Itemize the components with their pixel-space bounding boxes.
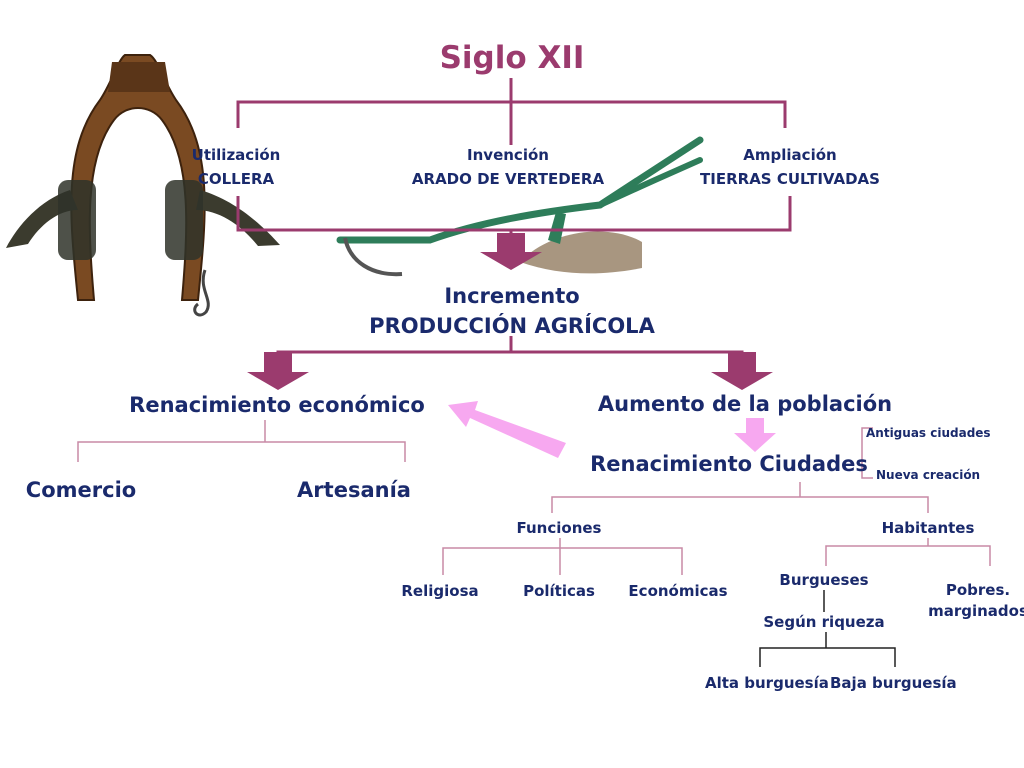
arado-line2: ARADO DE VERTEDERA xyxy=(411,170,605,188)
arrow-population-to-economic xyxy=(448,401,566,458)
lower-bourgeoisie-node: Baja burguesía xyxy=(830,674,957,692)
wealth-lines xyxy=(759,590,896,667)
craft-node: Artesanía xyxy=(297,478,411,502)
poor-line1: Pobres. xyxy=(945,581,1011,599)
poor-node: Pobres. marginados xyxy=(928,580,1024,622)
increment-line1: Incremento xyxy=(444,284,580,308)
arrow-to-increment xyxy=(480,233,542,270)
diagram-title: Siglo XII xyxy=(439,40,585,76)
increment-line2: PRODUCCIÓN AGRÍCOLA xyxy=(369,314,655,338)
population-growth-node: Aumento de la población xyxy=(597,392,893,416)
collera-line1: Utilización xyxy=(191,146,281,164)
tierras-node: Ampliación TIERRAS CULTIVADAS xyxy=(700,143,880,191)
wealth-node: Según riqueza xyxy=(763,613,885,631)
commerce-node: Comercio xyxy=(25,478,137,502)
arado-node: Invención ARADO DE VERTEDERA xyxy=(412,143,604,191)
arrow-to-economic xyxy=(247,352,309,390)
flow-arrows xyxy=(247,233,773,390)
inhabitants-node: Habitantes xyxy=(881,519,975,537)
collera-line2: COLLERA xyxy=(197,170,275,188)
economic-renaissance-node: Renacimiento económico xyxy=(129,393,425,417)
bourgeois-node: Burgueses xyxy=(779,571,869,589)
increment-node: Incremento PRODUCCIÓN AGRÍCOLA xyxy=(369,281,655,341)
political-node: Políticas xyxy=(523,582,595,600)
upper-bourgeoisie-node: Alta burguesía xyxy=(705,674,829,692)
tierras-line2: TIERRAS CULTIVADAS xyxy=(700,170,880,188)
old-cities-node: Antiguas ciudades xyxy=(866,426,991,440)
arrow-to-population xyxy=(711,352,773,390)
arrow-to-cities xyxy=(734,418,776,452)
economic-function-node: Económicas xyxy=(628,582,728,600)
moldboard-plow-image xyxy=(336,136,704,277)
pink-arrows xyxy=(448,401,776,458)
poor-line2: marginados xyxy=(928,602,1024,620)
functions-node: Funciones xyxy=(516,519,602,537)
branch-lines xyxy=(77,420,991,575)
religious-node: Religiosa xyxy=(401,582,479,600)
tierras-line1: Ampliación xyxy=(743,146,837,164)
collera-node: Utilización COLLERA xyxy=(192,143,281,191)
new-cities-node: Nueva creación xyxy=(876,468,981,482)
cities-renaissance-node: Renacimiento Ciudades xyxy=(590,452,868,476)
arado-line1: Invención xyxy=(467,146,549,164)
